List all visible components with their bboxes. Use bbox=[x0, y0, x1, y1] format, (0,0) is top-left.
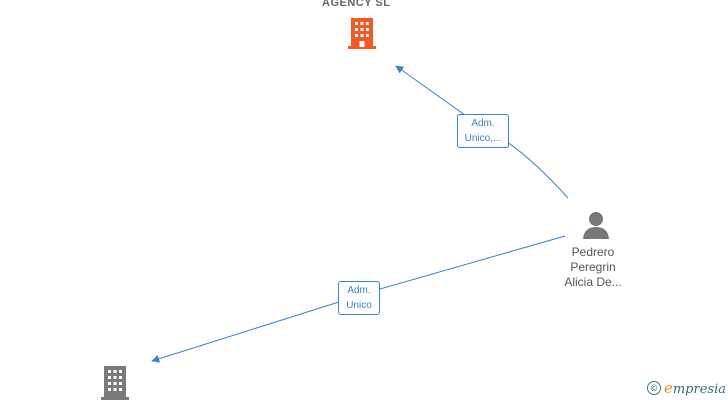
person-name-line: Pedrero bbox=[571, 245, 615, 259]
company-top-title[interactable]: AGENCY SL bbox=[322, 0, 391, 9]
watermark-text: empresia bbox=[664, 379, 726, 397]
watermark-rest: mpresia bbox=[672, 382, 726, 397]
empresia-watermark: © empresia bbox=[646, 378, 726, 398]
edge-label-top[interactable]: Adm. Unico,... bbox=[457, 114, 509, 148]
copyright-icon: © bbox=[646, 381, 661, 395]
building-icon[interactable] bbox=[99, 364, 131, 400]
person-name-line: Peregrin bbox=[570, 260, 616, 274]
person-name[interactable]: Pedrero Peregrin Alicia De... bbox=[553, 245, 633, 290]
watermark-first-letter: e bbox=[663, 379, 673, 397]
edge-person-to-bottom-company bbox=[151, 235, 566, 363]
building-icon[interactable] bbox=[346, 16, 378, 50]
edge-label-line: Unico bbox=[346, 300, 372, 311]
edge-label-bottom[interactable]: Adm. Unico bbox=[338, 281, 380, 315]
edge-label-line: Adm. bbox=[471, 118, 495, 129]
person-icon[interactable] bbox=[581, 210, 611, 240]
edge-label-line: Unico,... bbox=[464, 133, 502, 144]
person-name-line: Alicia De... bbox=[564, 275, 622, 289]
edge-label-line: Adm. bbox=[347, 285, 371, 296]
